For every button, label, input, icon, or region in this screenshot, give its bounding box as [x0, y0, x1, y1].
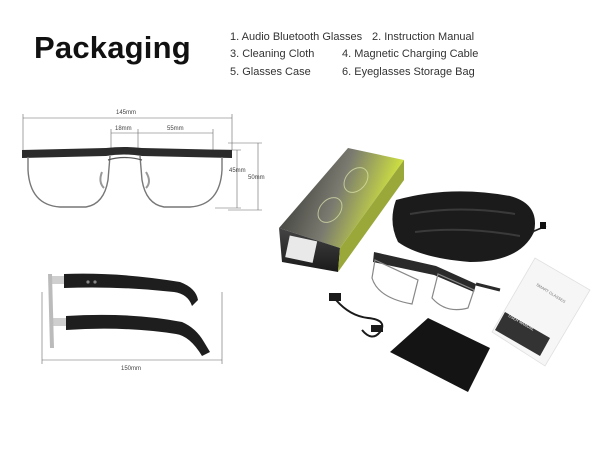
dimension-lens-width-label: 55mm [167, 126, 184, 132]
charging-cable [329, 293, 384, 338]
glasses-side-view [48, 273, 210, 356]
glasses-box [279, 148, 404, 272]
list-item: 1. Audio Bluetooth Glasses [230, 31, 363, 43]
cleaning-cloth [390, 318, 490, 392]
page-title: Packaging [34, 30, 191, 65]
list-item: 3. Cleaning Cloth [230, 48, 315, 60]
list-item: 2. Instruction Manual [372, 31, 475, 43]
dimension-bridge-label: 18mm [115, 126, 132, 132]
list-item: 4. Magnetic Charging Cable [342, 48, 479, 60]
list-item: 6. Eyeglasses Storage Bag [342, 66, 475, 78]
dimension-lens-height-label: 45mm [229, 168, 246, 174]
dimension-temple-label: 150mm [121, 366, 142, 372]
dimension-frame-height-label: 50mm [248, 175, 265, 181]
list-item: 5. Glasses Case [230, 66, 311, 78]
photo-glasses [371, 252, 501, 311]
dimension-width-label: 145mm [116, 110, 137, 116]
glasses-front [22, 147, 232, 208]
storage-bag [392, 191, 547, 262]
instruction-manual [491, 257, 591, 367]
